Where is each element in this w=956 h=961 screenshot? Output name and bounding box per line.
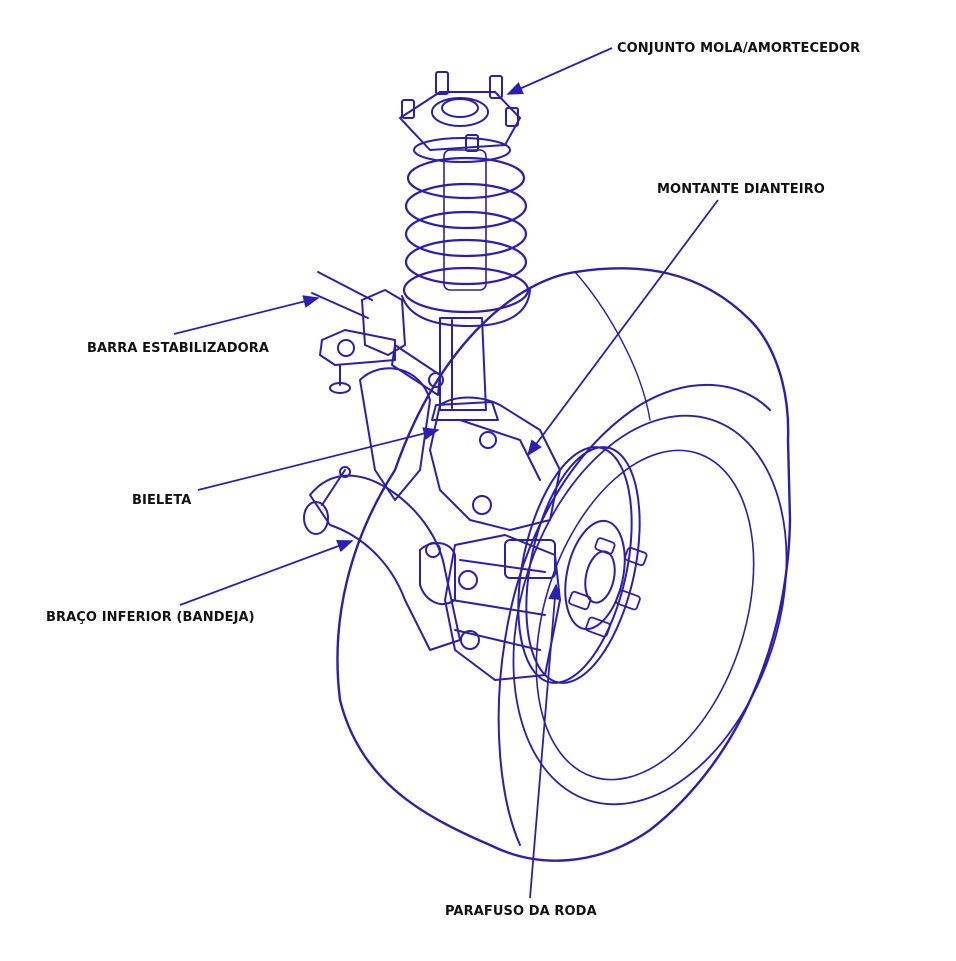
label-spring-damper-assembly: CONJUNTO MOLA/AMORTECEDOR (617, 41, 861, 56)
label-wheel-bolt: PARAFUSO DA RODA (445, 904, 597, 919)
leader-bieleta (197, 427, 440, 491)
leader-braco (179, 540, 354, 606)
lower-control-arm (303, 367, 461, 651)
label-stabilizer-bar: BARRA ESTABILIZADORA (87, 341, 270, 356)
coil-spring (401, 149, 531, 327)
leader-parafuso (529, 583, 562, 899)
label-front-upright: MONTANTE DIANTEIRO (657, 182, 825, 197)
leader-montante (527, 199, 719, 457)
wheel-studs (568, 537, 648, 638)
brake-disc (517, 446, 641, 684)
stabilizer-link (391, 344, 444, 396)
label-stabilizer-link: BIELETA (132, 493, 192, 508)
leader-mola (506, 47, 613, 95)
stabilizer-bar (311, 271, 406, 394)
label-lower-control-arm: BRAÇO INFERIOR (BANDEJA) (46, 610, 255, 625)
strut-tube (431, 317, 499, 421)
top-mount (399, 71, 521, 163)
leader-lines (173, 47, 719, 899)
steering-knuckle (419, 396, 561, 605)
leader-barra (173, 295, 320, 335)
